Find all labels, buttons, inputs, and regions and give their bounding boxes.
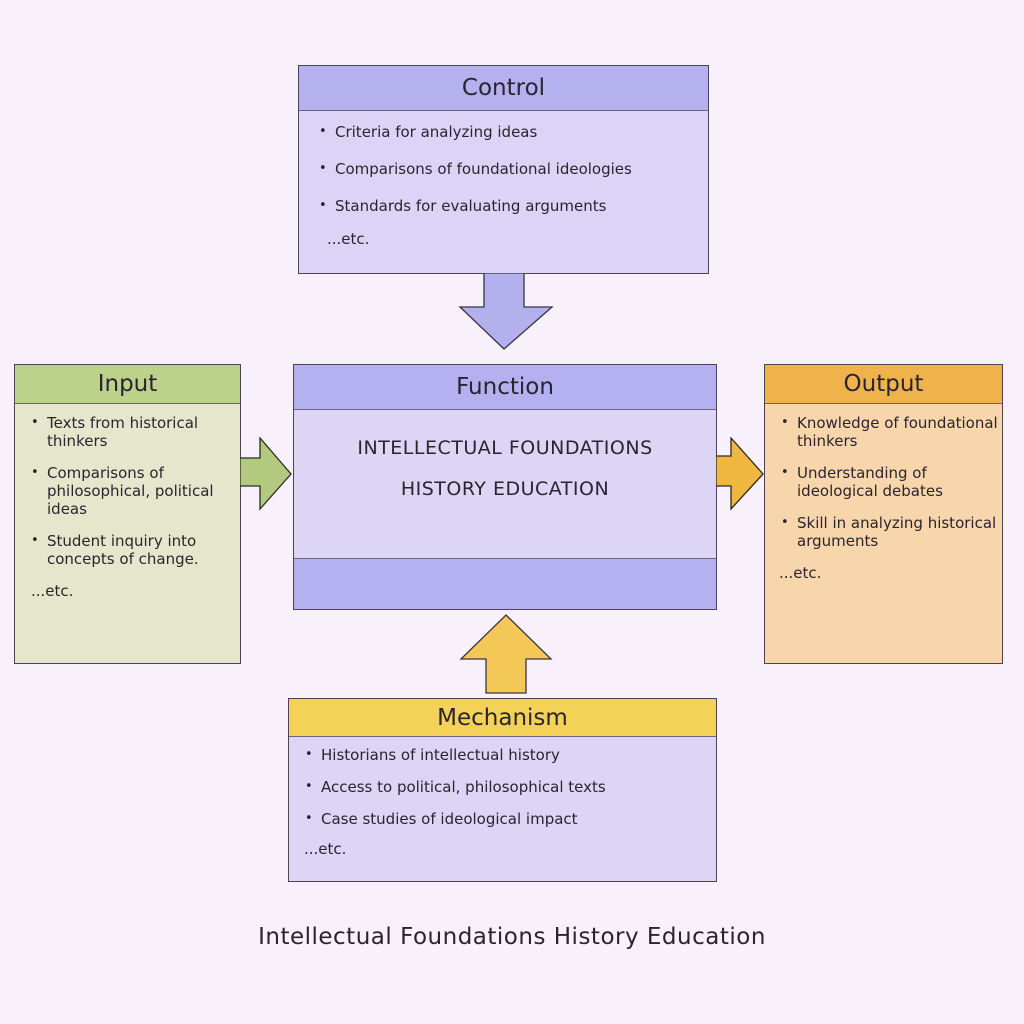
output-etc: ...etc.	[779, 564, 822, 582]
control-title: Control	[299, 66, 708, 111]
arrow-right-icon	[716, 437, 764, 511]
function-box: Function INTELLECTUAL FOUNDATIONS HISTOR…	[293, 364, 717, 610]
output-box: Output Knowledge of foundational thinker…	[764, 364, 1003, 664]
input-etc: ...etc.	[31, 582, 74, 600]
input-title: Input	[15, 365, 240, 404]
arrow-down-icon	[458, 273, 554, 350]
arrow-right-icon	[240, 437, 292, 511]
input-item: Comparisons of philosophical, political …	[25, 464, 240, 518]
function-line-1: INTELLECTUAL FOUNDATIONS	[357, 437, 653, 459]
control-box: Control Criteria for analyzing ideas Com…	[298, 65, 709, 274]
output-item: Skill in analyzing historical arguments	[775, 514, 1002, 550]
function-line-2: HISTORY EDUCATION	[400, 478, 610, 500]
diagram-caption: Intellectual Foundations History Educati…	[258, 924, 766, 950]
output-item: Understanding of ideological debates	[775, 464, 1002, 500]
arrow-up-icon	[459, 614, 553, 694]
mechanism-box: Mechanism Historians of intellectual his…	[288, 698, 717, 882]
mechanism-title: Mechanism	[289, 699, 716, 737]
control-list: Criteria for analyzing ideas Comparisons…	[299, 111, 708, 215]
input-item: Student inquiry into concepts of change.	[25, 532, 240, 568]
mechanism-item: Case studies of ideological impact	[299, 810, 716, 828]
input-list: Texts from historical thinkers Compariso…	[15, 404, 240, 568]
function-footer	[294, 558, 716, 609]
output-list: Knowledge of foundational thinkers Under…	[765, 404, 1002, 550]
mechanism-item: Access to political, philosophical texts	[299, 778, 716, 796]
control-item: Comparisons of foundational ideologies	[313, 160, 708, 178]
output-item: Knowledge of foundational thinkers	[775, 414, 1002, 450]
input-box: Input Texts from historical thinkers Com…	[14, 364, 241, 664]
mechanism-item: Historians of intellectual history	[299, 746, 716, 764]
input-item: Texts from historical thinkers	[25, 414, 240, 450]
control-etc: ...etc.	[327, 230, 370, 248]
output-title: Output	[765, 365, 1002, 404]
mechanism-etc: ...etc.	[304, 840, 347, 858]
mechanism-list: Historians of intellectual history Acces…	[289, 737, 716, 828]
control-item: Standards for evaluating arguments	[313, 197, 708, 215]
function-title: Function	[294, 365, 716, 410]
control-item: Criteria for analyzing ideas	[313, 123, 708, 141]
function-body: INTELLECTUAL FOUNDATIONS HISTORY EDUCATI…	[294, 410, 716, 560]
